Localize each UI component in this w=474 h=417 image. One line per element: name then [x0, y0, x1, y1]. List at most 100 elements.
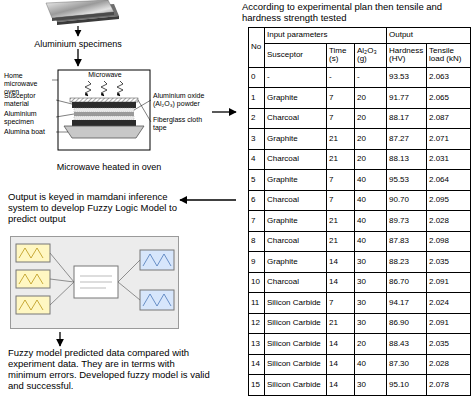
input-box [16, 270, 50, 288]
cell-text: 2 [251, 113, 255, 122]
table-row: NoInput parametersOutput [249, 27, 471, 43]
cell-text: 2.098 [429, 236, 449, 245]
cell-text: 7 [329, 113, 333, 122]
cell-text: 11 [251, 298, 259, 307]
membership-icon [19, 274, 43, 284]
rule-mark [80, 282, 112, 283]
cell-text: 2.064 [429, 175, 449, 184]
cell-text: 21 [329, 154, 338, 163]
table-cell: 21 [327, 211, 355, 232]
cell-text: 20 [357, 154, 366, 163]
table-cell: 88.23 [387, 252, 427, 273]
table-cell: 87.30 [387, 354, 427, 375]
cell-text: Hardness (HV) [389, 46, 423, 64]
table-cell: Graphite [265, 170, 327, 191]
fuzzy-stage: Output is keyed in mamdani inference sys… [8, 190, 180, 332]
table-cell: 88.43 [387, 334, 427, 355]
table-cell: 40 [355, 211, 387, 232]
node-text: According to experimental plan then tens… [242, 2, 468, 24]
cell-text: Silicon Carbide [267, 318, 321, 327]
part-label: Aluminium specimen [4, 110, 56, 126]
table-row: SusceptorTime (s)Al₂O₃ (g)Hardness (HV)T… [249, 43, 471, 67]
cell-text: Output [389, 30, 413, 39]
cell-text: 40 [357, 236, 366, 245]
cell-text: 40 [357, 175, 366, 184]
testing-stage: According to experimental plan then tens… [236, 0, 468, 417]
table-cell: 2.095 [427, 190, 471, 211]
output-box [140, 250, 174, 270]
part-label: Microwave [82, 71, 128, 79]
cell-text: 13 [251, 339, 260, 348]
fuzzy-screenshot [10, 236, 180, 330]
table-cell: 2.035 [427, 252, 471, 273]
table-cell: 40 [355, 354, 387, 375]
table-cell: 94.17 [387, 293, 427, 314]
table-cell: 40 [355, 190, 387, 211]
cell-text: 2.024 [429, 298, 449, 307]
cell-text: 86.70 [389, 277, 409, 286]
table-cell: Silicon Carbide [265, 334, 327, 355]
table-cell: 30 [355, 252, 387, 273]
cell-text: - [329, 72, 332, 81]
table-cell: 30 [355, 375, 387, 396]
table-cell: 2.035 [427, 334, 471, 355]
table-cell: Hardness (HV) [387, 43, 427, 67]
cell-text: 14 [329, 359, 338, 368]
cell-text: 2.031 [429, 154, 449, 163]
cell-text: 3 [251, 134, 255, 143]
cell-text: 21 [329, 318, 338, 327]
table-cell: 40 [355, 170, 387, 191]
cell-text: - [357, 72, 360, 81]
part-label: Fiberglass cloth tape [153, 116, 211, 132]
cell-text: Graphite [267, 216, 298, 225]
table-cell: Output [387, 27, 471, 43]
table-cell: 7 [327, 190, 355, 211]
cell-text: 95.53 [389, 175, 409, 184]
membership-icon [143, 254, 171, 266]
oxide-powder [74, 108, 134, 112]
cell-text: 30 [357, 257, 366, 266]
table-row: 13Silicon Carbide142088.432.035 [249, 334, 471, 355]
table-cell: 88.13 [387, 149, 427, 170]
cell-text: 95.10 [389, 380, 409, 389]
leader-line [56, 100, 72, 104]
node-text: Output is keyed in mamdani inference sys… [8, 192, 180, 225]
table-cell: 86.70 [387, 272, 427, 293]
table-cell: 20 [355, 88, 387, 109]
results-table: NoInput parametersOutputSusceptorTime (s… [248, 27, 471, 396]
table-cell: 7 [249, 211, 265, 232]
cell-text: 14 [329, 257, 338, 266]
cell-text: 6 [251, 195, 255, 204]
table-cell: - [327, 67, 355, 88]
sheet-edge [52, 12, 114, 21]
table-cell: 20 [355, 149, 387, 170]
cell-text: 2.035 [429, 339, 449, 348]
table-cell: Silicon Carbide [265, 354, 327, 375]
oxide-powder [74, 116, 134, 120]
table-row: 6Charcoal74090.702.095 [249, 190, 471, 211]
cell-text: Charcoal [267, 113, 299, 122]
cell-text: 40 [357, 359, 366, 368]
cell-text: 30 [357, 380, 366, 389]
link-line [118, 282, 140, 300]
table-cell: 90.70 [387, 190, 427, 211]
table-cell: 0 [249, 67, 265, 88]
table-cell: 14 [327, 272, 355, 293]
table-row: 0---93.532.063 [249, 67, 471, 88]
flow-arrow [77, 26, 78, 36]
table-cell: 2.091 [427, 313, 471, 334]
cell-text: 88.43 [389, 339, 409, 348]
table-cell: 2.078 [427, 375, 471, 396]
cell-text: 8 [251, 236, 255, 245]
cell-text: 90.70 [389, 195, 409, 204]
table-cell: 21 [327, 313, 355, 334]
cell-text: 2.028 [429, 216, 449, 225]
oven-body [58, 70, 150, 150]
table-row: 15Silicon Carbide143095.102.078 [249, 375, 471, 396]
table-cell: Graphite [265, 129, 327, 150]
table-cell: Silicon Carbide [265, 375, 327, 396]
link-line [118, 260, 140, 282]
part-label: Susceptor material [4, 92, 56, 108]
input-box [16, 296, 50, 314]
table-cell: 2.063 [427, 67, 471, 88]
